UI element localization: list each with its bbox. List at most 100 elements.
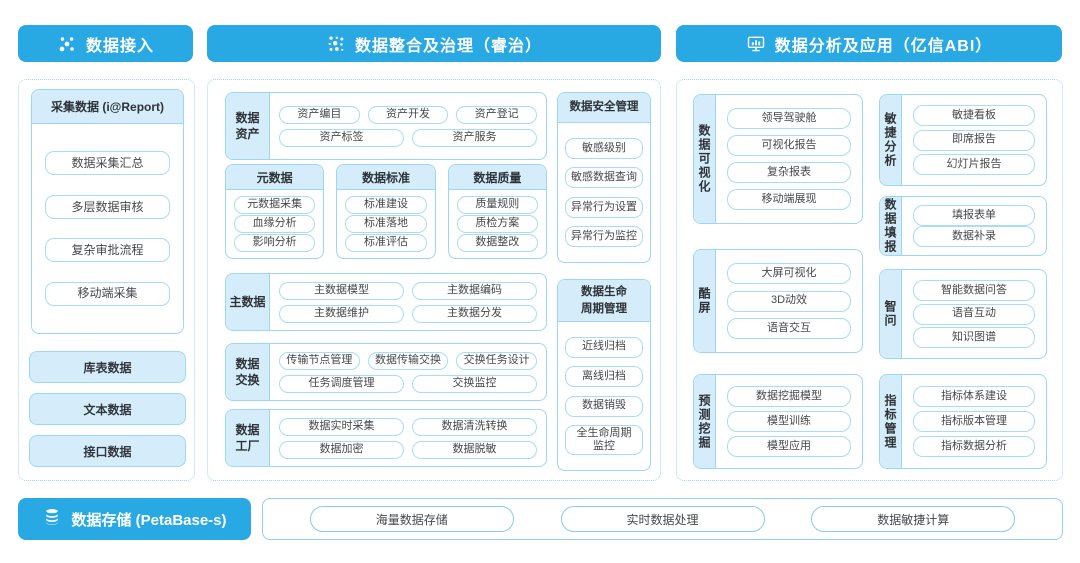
data-source-list: 库表数据文本数据接口数据	[29, 351, 186, 467]
group-items: 敏捷看板即席报告幻灯片报告	[902, 95, 1046, 185]
group-items: 标准建设标准落地标准评估	[337, 190, 434, 258]
header-label: 数据接入	[85, 37, 154, 55]
feature-pill: 血缘分析	[234, 215, 316, 233]
feature-pill: 指标体系建设	[913, 386, 1035, 407]
feature-pill: 可视化报告	[727, 135, 851, 156]
feature-pill: 多层数据审核	[45, 194, 170, 219]
feature-pill: 敏感级别	[565, 137, 643, 159]
group-items: 元数据采集血缘分析影响分析	[226, 190, 323, 258]
data-source-box: 文本数据	[29, 393, 186, 425]
collect-data-group: 采集数据 (i@Report) 数据采集汇总多层数据审核复杂审批流程移动端采集	[31, 89, 184, 334]
panel-data-access: 采集数据 (i@Report) 数据采集汇总多层数据审核复杂审批流程移动端采集 …	[18, 79, 195, 481]
feature-pill: 敏捷看板	[913, 105, 1035, 127]
metadata-standard-quality-row: 元数据 元数据采集血缘分析影响分析 数据标准 标准建设标准落地标准评估 数据质量…	[225, 164, 547, 259]
group-label: 数据 交换	[226, 344, 270, 400]
feature-pill: 资产开发	[367, 105, 449, 124]
feature-pill: 近线归档	[565, 336, 643, 358]
feature-pill: 数据挖掘模型	[727, 386, 851, 407]
analysis-right-column: 敏捷分析 敏捷看板即席报告幻灯片报告 数据填报 填报表单数据补录 智问 智能数据…	[879, 94, 1047, 469]
group-items: 主数据模型主数据编码主数据维护主数据分发	[270, 274, 546, 330]
data-factory-group: 数据 工厂 数据实时采集数据清洗转换数据加密数据脱敏	[225, 409, 547, 467]
group-title: 数据质量	[448, 165, 546, 190]
feature-pill: 质检方案	[456, 215, 538, 233]
database-icon	[42, 507, 62, 531]
feature-pill: 影响分析	[234, 234, 316, 252]
feature-pill: 模型训练	[727, 411, 851, 432]
feature-pill: 传输节点管理	[279, 351, 360, 370]
group-label: 数据 资产	[226, 93, 270, 159]
group-items: 数据实时采集数据清洗转换数据加密数据脱敏	[270, 410, 546, 466]
predictive-mining-group: 预测挖掘 数据挖掘模型模型训练模型应用	[693, 374, 863, 469]
group-items: 智能数据问答语音互动知识图谱	[902, 270, 1046, 358]
governance-main-column: 数据 资产 资产编目资产开发资产登记资产标签资产服务 元数据 元数据采集血缘分析…	[225, 92, 547, 467]
feature-pill: 数据实时采集	[279, 417, 404, 436]
feature-pill: 数据传输交换	[367, 351, 449, 370]
feature-pill: 指标数据分析	[913, 436, 1035, 457]
storage-pill: 实时数据处理	[560, 506, 765, 532]
storage-pill: 数据敏捷计算	[811, 506, 1016, 532]
feature-pill: 标准评估	[345, 234, 427, 252]
feature-pill: 元数据采集	[234, 196, 316, 214]
feature-pill: 数据补录	[913, 226, 1035, 248]
feature-pill: 质量规则	[456, 196, 538, 214]
group-items: 传输节点管理数据传输交换交换任务设计任务调度管理交换监控	[270, 344, 546, 400]
group-label: 预测挖掘	[694, 375, 716, 468]
feature-pill: 主数据分发	[412, 304, 537, 323]
agile-analysis-group: 敏捷分析 敏捷看板即席报告幻灯片报告	[879, 94, 1047, 186]
panel-data-governance: 数据 资产 资产编目资产开发资产登记资产标签资产服务 元数据 元数据采集血缘分析…	[207, 79, 661, 481]
feature-pill: 资产服务	[412, 128, 537, 147]
feature-pill: 移动端展现	[727, 189, 851, 210]
data-exchange-group: 数据 交换 传输节点管理数据传输交换交换任务设计任务调度管理交换监控	[225, 343, 547, 401]
metadata-group: 元数据 元数据采集血缘分析影响分析	[225, 164, 325, 259]
group-items: 资产编目资产开发资产登记资产标签资产服务	[270, 93, 546, 159]
feature-pill: 复杂审批流程	[45, 238, 170, 263]
header-data-analysis: 数据分析及应用（亿信ABI）	[676, 25, 1062, 62]
collect-data-title: 采集数据 (i@Report)	[32, 90, 183, 124]
group-items: 指标体系建设指标版本管理指标数据分析	[902, 375, 1046, 468]
feature-pill: 即席报告	[913, 129, 1035, 151]
feature-pill: 异常行为监控	[565, 226, 643, 248]
data-storage-header: 数据存储 (PetaBase-s)	[18, 498, 251, 540]
feature-pill: 数据销毁	[565, 395, 643, 417]
feature-pill: 复杂报表	[727, 162, 851, 183]
feature-pill: 资产标签	[279, 128, 404, 147]
data-filling-group: 数据填报 填报表单数据补录	[879, 196, 1047, 256]
feature-pill: 填报表单	[913, 204, 1035, 226]
feature-pill: 智能数据问答	[913, 279, 1035, 301]
storage-capability-bar: 海量数据存储 实时数据处理 数据敏捷计算	[262, 498, 1063, 540]
group-title: 数据安全管理	[558, 93, 650, 123]
feature-pill: 任务调度管理	[279, 374, 404, 393]
feature-pill: 离线归档	[565, 366, 643, 388]
feature-pill: 标准建设	[345, 196, 427, 214]
metrics-management-group: 指标管理 指标体系建设指标版本管理指标数据分析	[879, 374, 1047, 469]
feature-pill: 标准落地	[345, 215, 427, 233]
data-quality-group: 数据质量 质量规则质检方案数据整改	[447, 164, 547, 259]
group-items: 近线归档离线归档数据销毁全生命周期 监控	[558, 322, 650, 470]
group-items: 质量规则质检方案数据整改	[449, 190, 546, 258]
feature-pill: 语音交互	[727, 317, 851, 339]
feature-pill: 大屏可视化	[727, 263, 851, 285]
group-items: 数据挖掘模型模型训练模型应用	[716, 375, 862, 468]
group-label: 敏捷分析	[880, 95, 902, 185]
feature-pill: 指标版本管理	[913, 411, 1035, 432]
group-title: 数据标准	[337, 165, 435, 190]
data-source-box: 库表数据	[29, 351, 186, 383]
feature-pill: 主数据编码	[412, 281, 537, 300]
storage-pill: 海量数据存储	[309, 506, 514, 532]
data-asset-group: 数据 资产 资产编目资产开发资产登记资产标签资产服务	[225, 92, 547, 160]
dot-cluster-icon	[326, 34, 346, 54]
feature-pill: 模型应用	[727, 436, 851, 457]
feature-pill: 敏感数据查询	[565, 167, 643, 189]
storage-label: 数据存储 (PetaBase-s)	[71, 511, 227, 529]
group-label: 智问	[880, 270, 902, 358]
feature-pill: 数据清洗转换	[412, 417, 537, 436]
group-label: 指标管理	[880, 375, 902, 468]
feature-pill: 主数据维护	[279, 304, 404, 323]
feature-pill: 知识图谱	[913, 327, 1035, 349]
group-label: 数据可视化	[694, 95, 716, 223]
